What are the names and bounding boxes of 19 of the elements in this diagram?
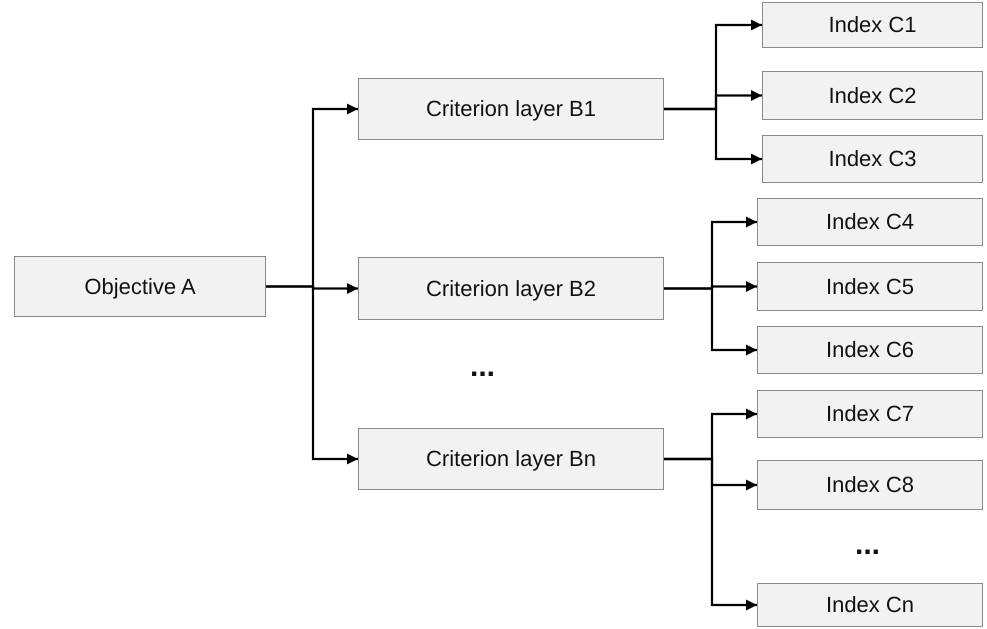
node-box: Criterion layer Bn — [358, 428, 664, 490]
node-box: Objective A — [14, 256, 266, 317]
node-box: Criterion layer B1 — [358, 78, 664, 140]
node-box: Index C5 — [757, 262, 983, 311]
ellipsis-label: ... — [855, 530, 880, 560]
node-box: Index Cn — [757, 583, 983, 627]
connector-arrow — [664, 458, 757, 610]
node-box: Index C1 — [762, 2, 983, 48]
node-box: Index C2 — [762, 71, 983, 120]
node-box: Index C6 — [757, 326, 983, 374]
node-box: Index C3 — [762, 135, 983, 183]
node-box: Index C4 — [757, 198, 983, 246]
node-box: Criterion layer B2 — [358, 257, 664, 320]
connector-arrow — [664, 287, 757, 356]
node-box: Index C7 — [757, 390, 983, 438]
connector-arrow — [664, 108, 762, 164]
connector-arrow — [266, 285, 358, 464]
ellipsis-label: ... — [470, 352, 496, 382]
node-box: Index C8 — [757, 460, 983, 510]
